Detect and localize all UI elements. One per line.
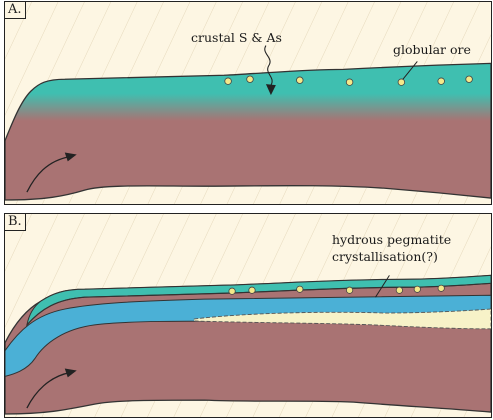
ore-droplet bbox=[398, 79, 405, 86]
pegmatite-label-line1: hydrous pegmatite bbox=[332, 232, 451, 248]
ore-droplet bbox=[247, 76, 254, 83]
ore-droplet bbox=[346, 287, 352, 293]
panel-b: B. hydrous pegmatite crystallisation(?) bbox=[4, 213, 492, 418]
ore-droplet bbox=[438, 78, 445, 85]
ore-droplet bbox=[297, 286, 303, 292]
ore-droplet bbox=[229, 288, 235, 294]
ore-droplet bbox=[297, 77, 304, 84]
panel-b-letter: B. bbox=[5, 214, 26, 231]
globular-ore-label: globular ore bbox=[393, 42, 471, 58]
ore-droplet bbox=[396, 287, 402, 293]
panel-a: A. crustal S & As globular ore bbox=[4, 1, 492, 205]
ore-droplet bbox=[466, 76, 473, 83]
ore-droplet bbox=[438, 285, 444, 291]
panel-a-letter: A. bbox=[5, 2, 26, 19]
ore-droplet bbox=[225, 78, 232, 85]
ore-droplet bbox=[414, 286, 420, 292]
crustal-s-as-label: crustal S & As bbox=[191, 30, 282, 46]
ore-droplet bbox=[249, 287, 255, 293]
pegmatite-label-line2: crystallisation(?) bbox=[332, 249, 438, 265]
ore-droplet bbox=[346, 79, 353, 86]
intrusion-body bbox=[5, 63, 491, 200]
